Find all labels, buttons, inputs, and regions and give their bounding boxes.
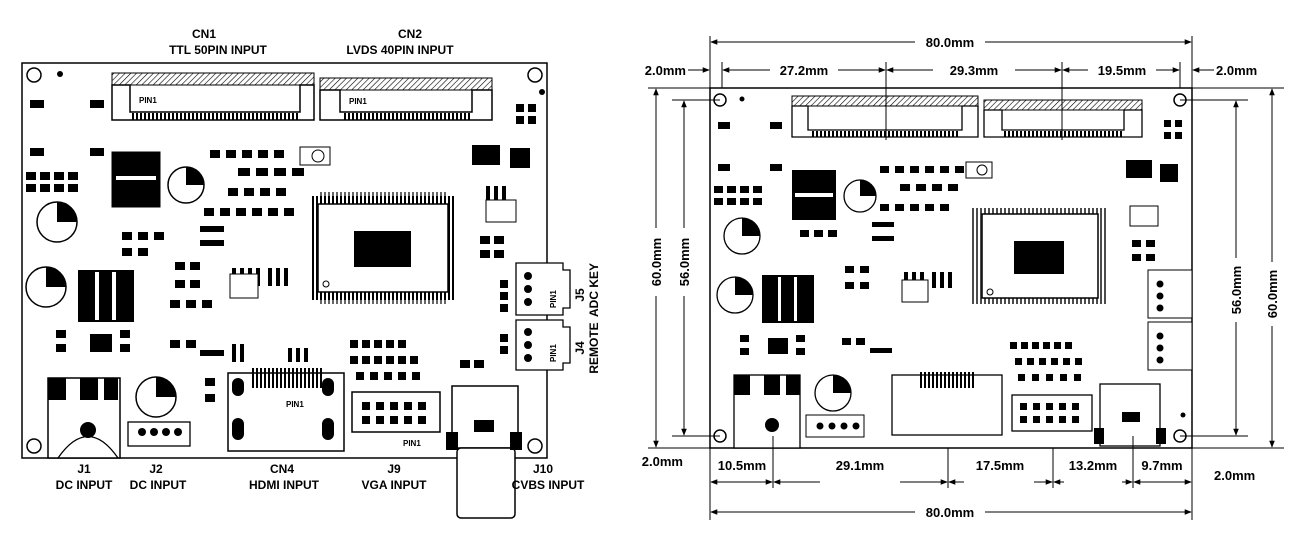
mount-hole-tr [527,67,543,83]
dc-jack-j1 [47,377,121,459]
mount-hole-br [527,438,543,454]
dim-bottom-seg5: 9.7mm [1141,458,1182,473]
cn4-title: HDMI INPUT [249,478,320,492]
j10-title: CVBS INPUT [512,478,585,492]
pin1-markers: PIN1 PIN1 PIN1 PIN1 PIN1 PIN1 [139,96,558,448]
dim-right-outer: 60.0mm [1265,270,1280,318]
dim-right-inner: 56.0mm [1229,266,1244,314]
dim-top-seg1: 27.2mm [780,63,828,78]
j2-ref: J2 [149,462,163,476]
right-board: 80.0mm 2.0mm 2.0mm 27.2mm 29.3mm 19.5mm … [642,35,1284,520]
dim-top-left-margin: 2.0mm [645,63,686,78]
j1-title: DC INPUT [56,478,113,492]
dimension-lines [648,36,1284,520]
dim-bottom-seg2: 29.1mm [836,458,884,473]
dim-left-outer: 60.0mm [649,238,664,286]
dim-left-bottom-margin: 2.0mm [642,454,683,469]
cvbs-connector [446,385,522,519]
j2-title: DC INPUT [130,478,187,492]
dim-bottom-total: 80.0mm [926,505,974,520]
dim-top-seg2: 29.3mm [950,63,998,78]
dc-connector-j2 [127,421,191,447]
mount-hole-bl [26,438,42,454]
j9-ref: J9 [387,462,401,476]
dim-left-inner: 56.0mm [677,238,692,286]
j1-ref: J1 [77,462,91,476]
j4-title: REMOTE [587,322,601,373]
dim-right-bottom-margin: 2.0mm [1214,468,1255,483]
main-ic [310,192,456,304]
j9-title: VGA INPUT [362,478,428,492]
dim-top-right-margin: 2.0mm [1216,63,1257,78]
j4-header [515,319,571,371]
j10-ref: J10 [533,462,553,476]
dim-top-total: 80.0mm [926,35,974,50]
j4-ref: J4 [573,341,587,355]
cn2-ref: CN2 [398,27,422,41]
svg-text:PIN1: PIN1 [549,290,558,308]
cn1-ref: CN1 [192,27,216,41]
svg-text:PIN1: PIN1 [349,97,367,106]
cn1-connector [111,72,315,121]
svg-text:PIN1: PIN1 [286,400,304,409]
dim-top-seg3: 19.5mm [1098,63,1146,78]
j5-ref: J5 [573,288,587,302]
svg-text:PIN1: PIN1 [139,96,157,105]
cn1-title: TTL 50PIN INPUT [169,43,267,57]
j5-title: ADC KEY [587,263,601,317]
left-board: PIN1 PIN1 PIN1 PIN1 PIN1 PIN1 CN1 TTL 50… [21,27,601,519]
mount-hole-tl [26,67,42,83]
svg-text:PIN1: PIN1 [549,344,558,362]
svg-text:PIN1: PIN1 [403,439,421,448]
cn4-ref: CN4 [270,462,294,476]
j5-header [515,262,571,316]
cn2-title: LVDS 40PIN INPUT [346,43,454,57]
dim-bottom-seg3: 17.5mm [976,458,1024,473]
dim-bottom-seg4: 13.2mm [1069,458,1117,473]
dim-bottom-seg1: 10.5mm [718,458,766,473]
cn2-connector [319,77,493,121]
vga-connector [351,391,441,433]
